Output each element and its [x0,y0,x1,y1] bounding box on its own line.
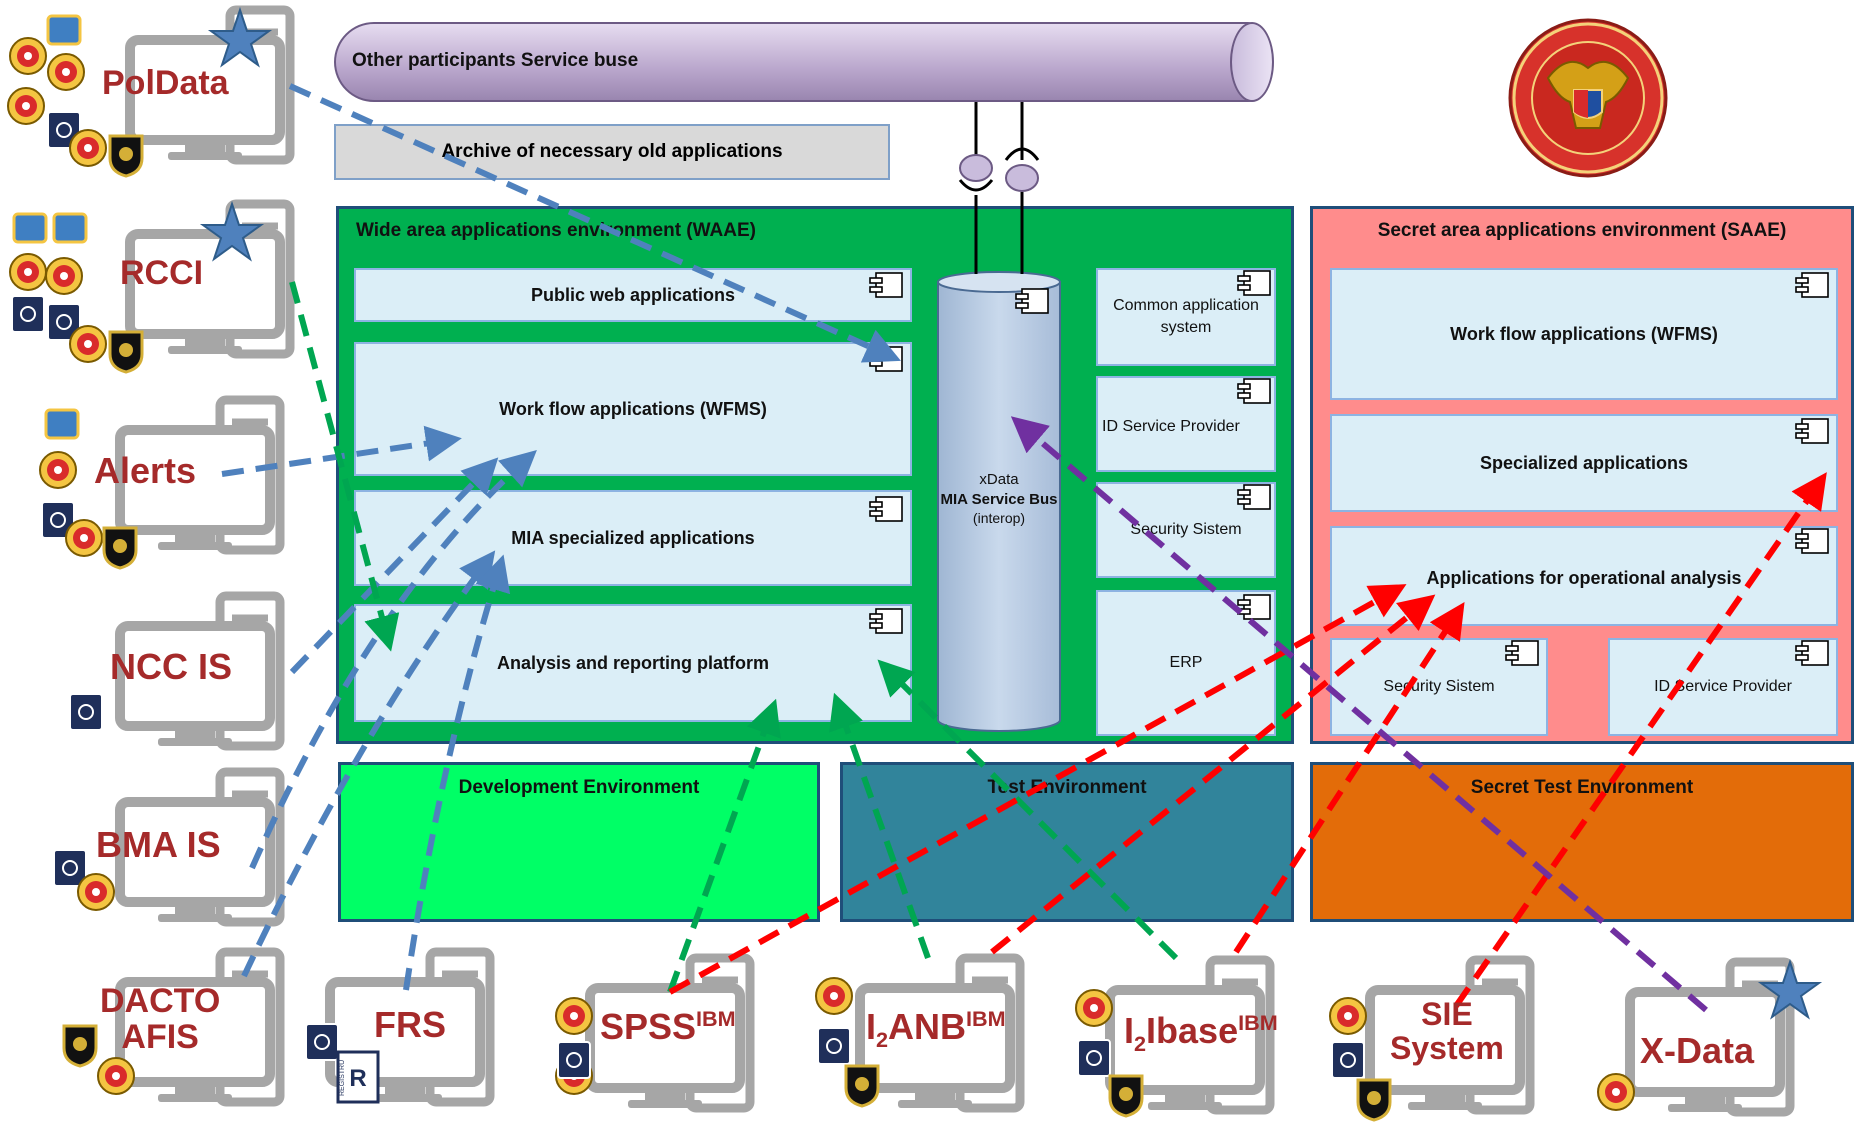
spss-label: SPSSIBM [600,1006,736,1048]
i2anb-sub: 2 [876,1027,889,1053]
component-icon [1237,594,1271,620]
frs-label: FRS [374,1004,446,1045]
i2ibase-i: I [1124,1010,1135,1051]
analysis-reporting-platform: Analysis and reporting platform [354,604,912,722]
service-bus-pipe-end [1230,22,1274,102]
i2ibase-sub: 2 [1134,1031,1147,1057]
registru-logo-text: REGISTRU [339,1060,346,1096]
i2ibase-name: Ibase [1146,1010,1239,1051]
development-environment: Development Environment [338,762,820,922]
bus-label-line3: (interop) [972,510,1026,526]
dacto-afis-label: DACTO AFIS [100,982,221,1056]
mia-coat-of-arms-icon [1508,18,1668,178]
i2ibase-label: I2IbaseIBM [1124,1010,1278,1057]
waae-title: Wide area applications environment (WAAE… [356,220,756,241]
component-icon [869,496,903,522]
component-icon [1237,270,1271,296]
secret-test-environment: Secret Test Environment [1310,762,1854,922]
system-label: System [1390,1029,1504,1066]
component-icon [869,272,903,298]
i2anb-name: ANB [888,1006,967,1047]
poldata-label: PolData [102,64,229,102]
svg-text:R: R [349,1065,366,1092]
sie-system-label: SIE System [1390,996,1504,1066]
bus-socket-ball-2 [1005,164,1039,192]
component-icon [869,346,903,372]
component-icon [1237,378,1271,404]
dacto-label: DACTO [100,982,221,1020]
service-bus-label: Other participants Service buse [352,50,639,71]
saae-specialized-apps: Specialized applications [1330,414,1838,512]
common-app-system: Common application system [1096,268,1276,366]
alerts-label: Alerts [94,450,197,491]
sie-label: SIE [1421,996,1473,1032]
component-icon [1795,640,1829,666]
i2anb-label: I2ANBIBM [866,1006,1006,1053]
secret-test-env-label: Secret Test Environment [1470,777,1694,798]
i2anb-i: I [866,1006,877,1047]
ncc-is-label: NCC IS [110,646,233,687]
i2ibase-sup: IBM [1238,1010,1278,1035]
dev-env-label: Development Environment [458,777,700,798]
i2anb-sup: IBM [966,1006,1006,1031]
component-icon [1237,484,1271,510]
service-bus-pipe [334,22,1272,102]
component-icon [1795,528,1829,554]
afis-label: AFIS [121,1017,199,1056]
bus-socket-ball-1 [959,154,993,182]
bus-label: xData MIA Service Bus (interop) [936,470,1062,527]
component-icon [1505,640,1539,666]
bus-label-line2: MIA Service Bus [940,490,1058,508]
public-web-apps: Public web applications [354,268,912,322]
rcci-label: RCCI [120,254,204,292]
saae-title: Secret area applications environment (SA… [1377,220,1787,241]
saae-wfms-apps: Work flow applications (WFMS) [1330,268,1838,400]
component-icon [1795,272,1829,298]
spss-name: SPSS [600,1006,697,1047]
spss-sup: IBM [696,1006,736,1031]
bus-label-line1: xData [979,471,1019,488]
component-icon [1795,418,1829,444]
bma-is-label: BMA IS [96,824,221,865]
mia-service-bus-cylinder [937,271,1061,732]
archive-box: Archive of necessary old applications [334,124,890,180]
x-data-label: X-Data [1640,1030,1755,1071]
component-icon [1015,288,1049,314]
component-icon [869,608,903,634]
